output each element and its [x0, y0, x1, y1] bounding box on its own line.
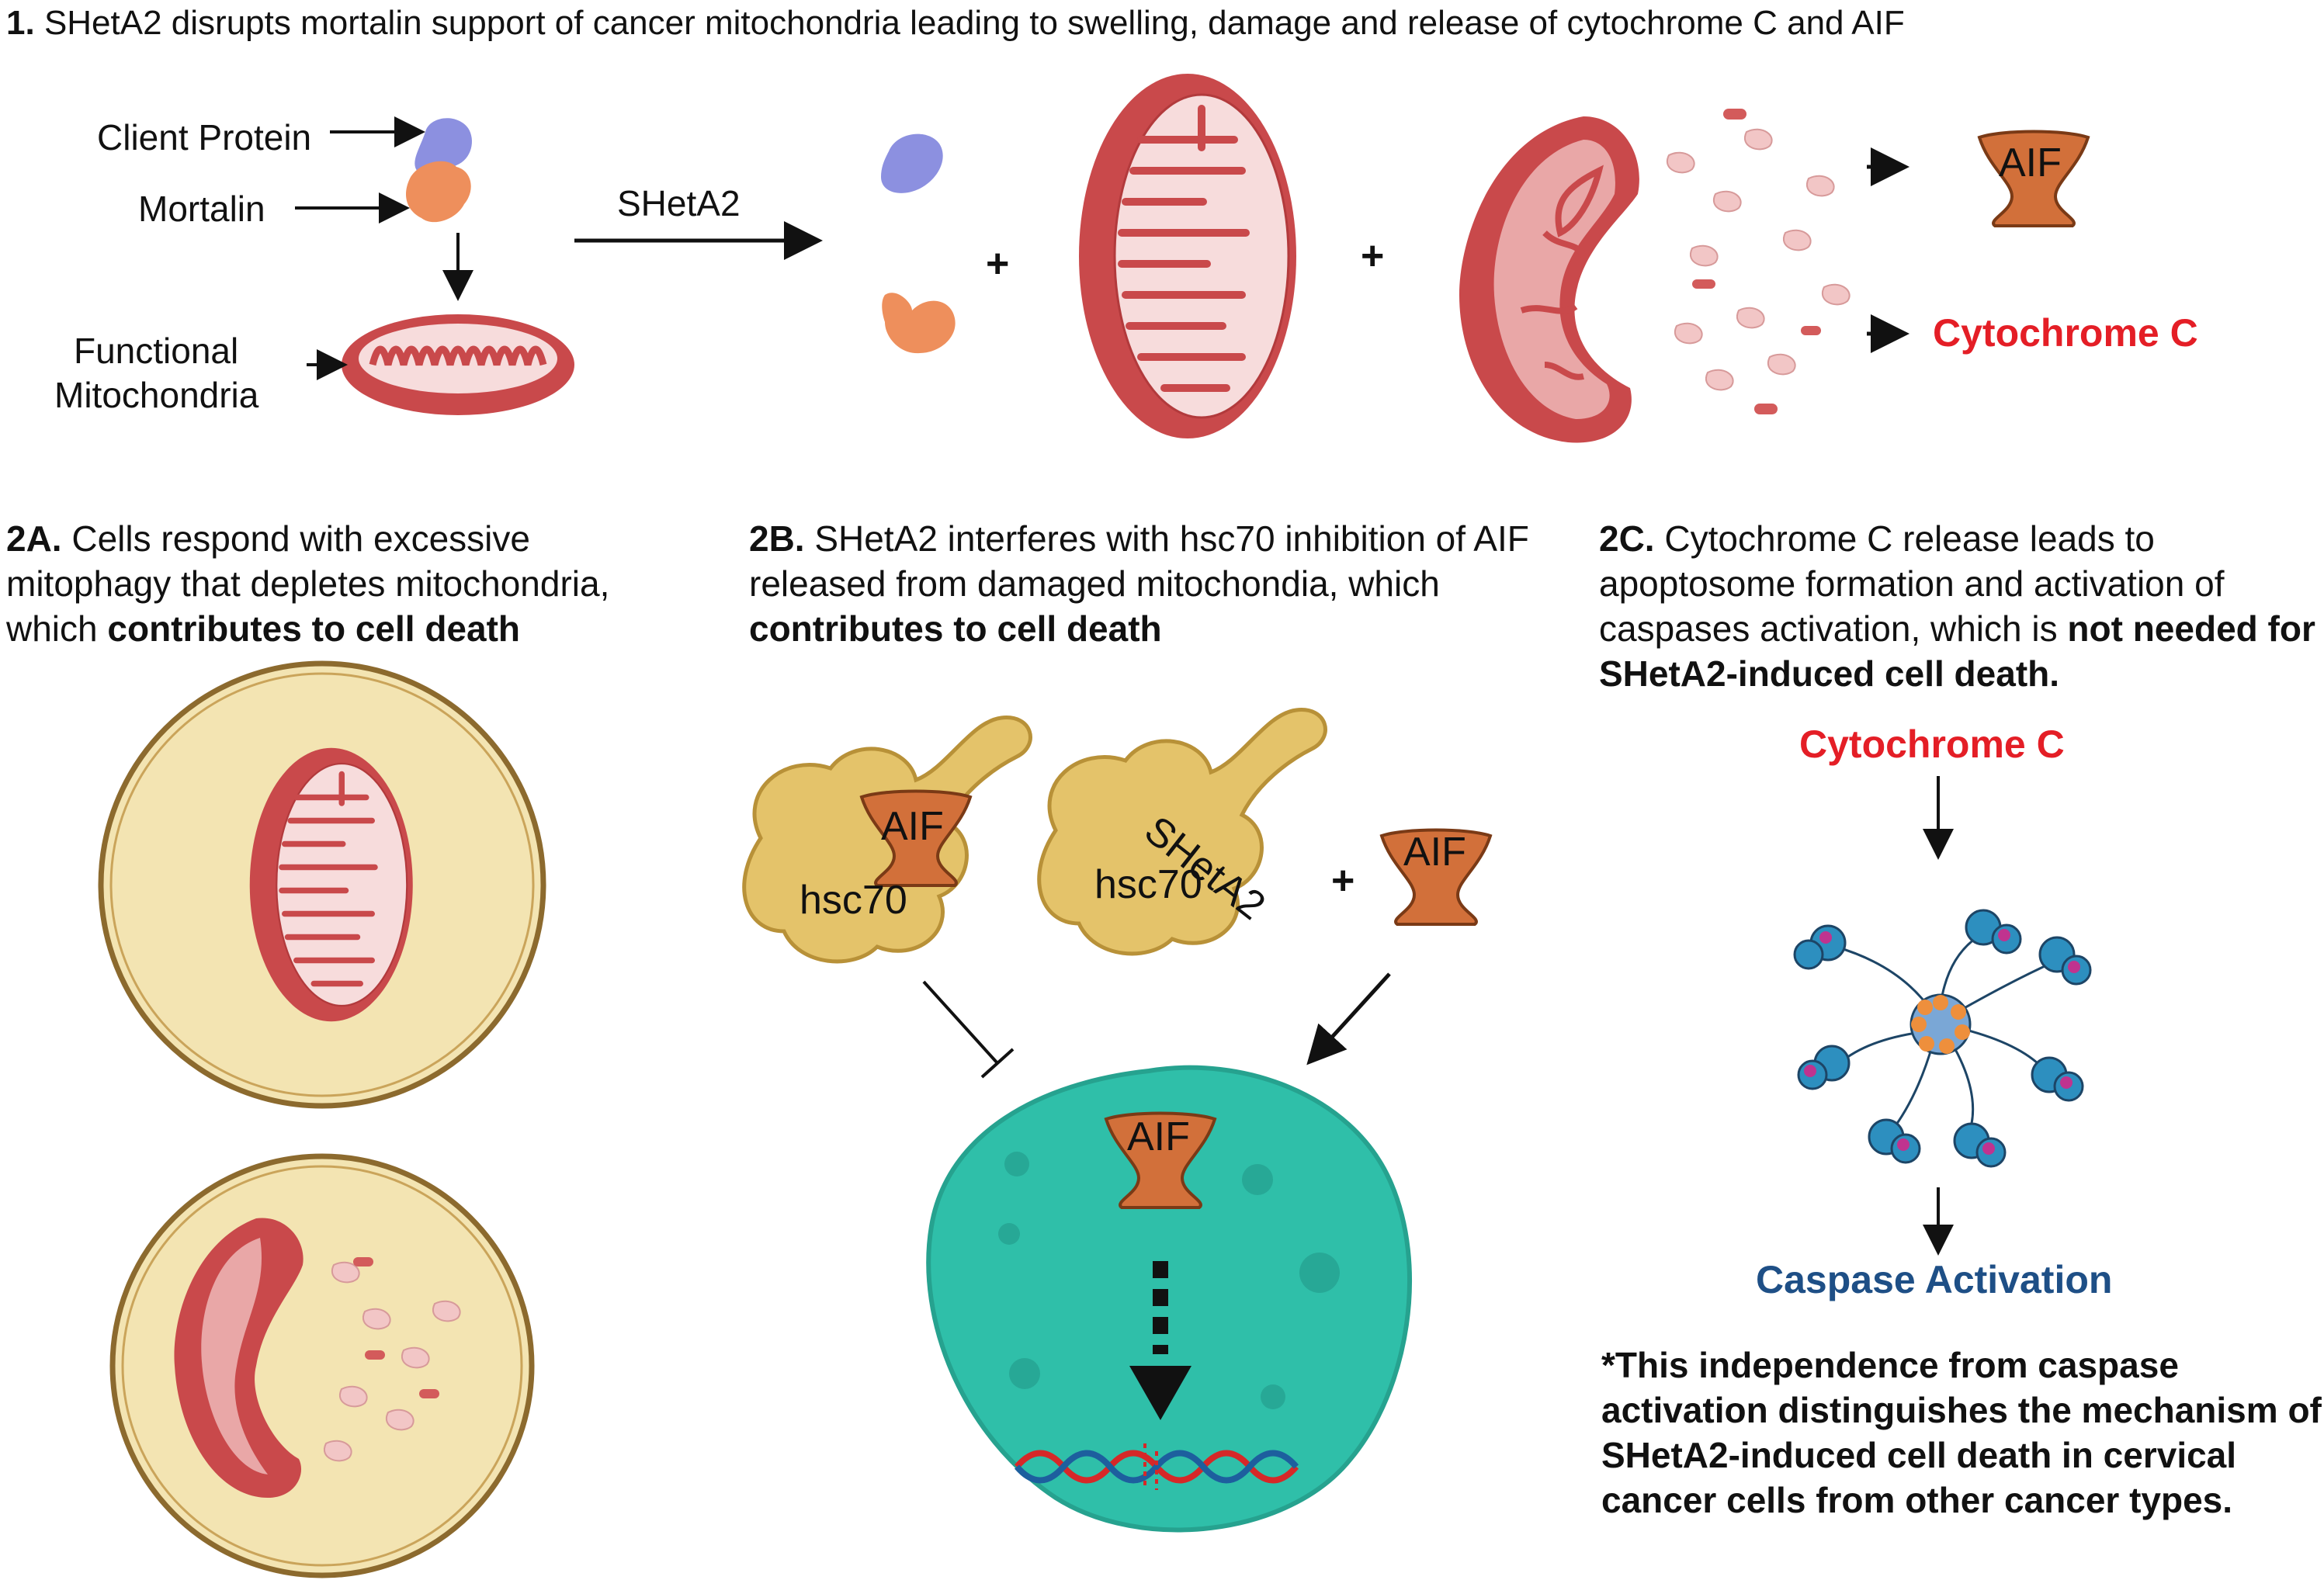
plus-sign-3: + [1331, 858, 1355, 903]
section2b-bold: contributes to cell death [749, 608, 1162, 649]
plus-sign-1: + [986, 241, 1010, 286]
caspase-activation-label: Caspase Activation [1756, 1258, 2113, 1301]
cytochrome-2c-label: Cytochrome C [1799, 722, 2065, 766]
cytochrome-label: Cytochrome C [1933, 311, 2198, 355]
released-mortalin [882, 293, 956, 354]
inhibition-bar [980, 1048, 1015, 1079]
section2a-number: 2A. [6, 518, 62, 559]
dashed-arrow [1129, 1261, 1191, 1420]
functional-label-2: Mitochondria [54, 375, 259, 415]
section2b-number: 2B. [749, 518, 805, 559]
inhibition-line [922, 980, 999, 1065]
functional-mitochondria [342, 314, 574, 415]
section2c-bold: not needed for SHetA2-induced cell death… [1599, 608, 2315, 694]
client-protein-label: Client Protein [97, 117, 312, 158]
section1-number: 1. [6, 4, 35, 42]
dna-helix [1014, 1443, 1299, 1490]
functional-label-1: Functional [74, 331, 239, 371]
hsc70-label-1: hsc70 [800, 878, 907, 923]
free-aif-label: AIF [1403, 830, 1466, 875]
apoptosome [1793, 909, 2092, 1168]
mortalin-label: Mortalin [138, 189, 265, 229]
section2a-text: 2A. Cells respond with excessive mitopha… [6, 516, 650, 651]
section2a-bold: contributes to cell death [107, 608, 521, 649]
released-client-protein [881, 133, 943, 193]
client-protein [415, 118, 472, 176]
aif-label: AIF [1999, 140, 2062, 185]
section1-title: 1. SHetA2 disrupts mortalin support of c… [6, 2, 1905, 45]
section2c-body: Cytochrome C release leads to apoptosome… [1599, 518, 2225, 649]
swollen-mitochondrion [1079, 74, 1296, 438]
section2a-body: Cells respond with excessive mitophagy t… [6, 518, 610, 649]
mortalin-protein [406, 161, 471, 223]
section2c-number: 2C. [1599, 518, 1655, 559]
nucleus [926, 1065, 1413, 1533]
cell-with-mitochondrion [98, 660, 546, 1109]
section2b-body: SHetA2 interferes with hsc70 inhibition … [749, 518, 1529, 604]
caspase-note: *This independence from caspase activati… [1601, 1345, 2322, 1520]
damaged-mitochondrion [1459, 116, 1639, 443]
hsc70-label-2: hsc70 [1094, 862, 1202, 907]
mitochondrial-fragments [1666, 109, 1851, 414]
cell-with-damaged-mitochondrion [109, 1153, 535, 1578]
aif-to-nucleus-arrow [1306, 972, 1391, 1066]
hsc70-aif-label: AIF [881, 804, 944, 849]
section2b-text: 2B. SHetA2 interferes with hsc70 inhibit… [749, 516, 1572, 651]
plus-sign-2: + [1361, 234, 1385, 279]
section2c-text: 2C. Cytochrome C release leads to apopto… [1599, 516, 2321, 696]
section1-title-text: SHetA2 disrupts mortalin support of canc… [43, 4, 1905, 42]
sheta2-arrow-label: SHetA2 [617, 183, 741, 223]
nucleus-aif-label: AIF [1127, 1114, 1190, 1159]
